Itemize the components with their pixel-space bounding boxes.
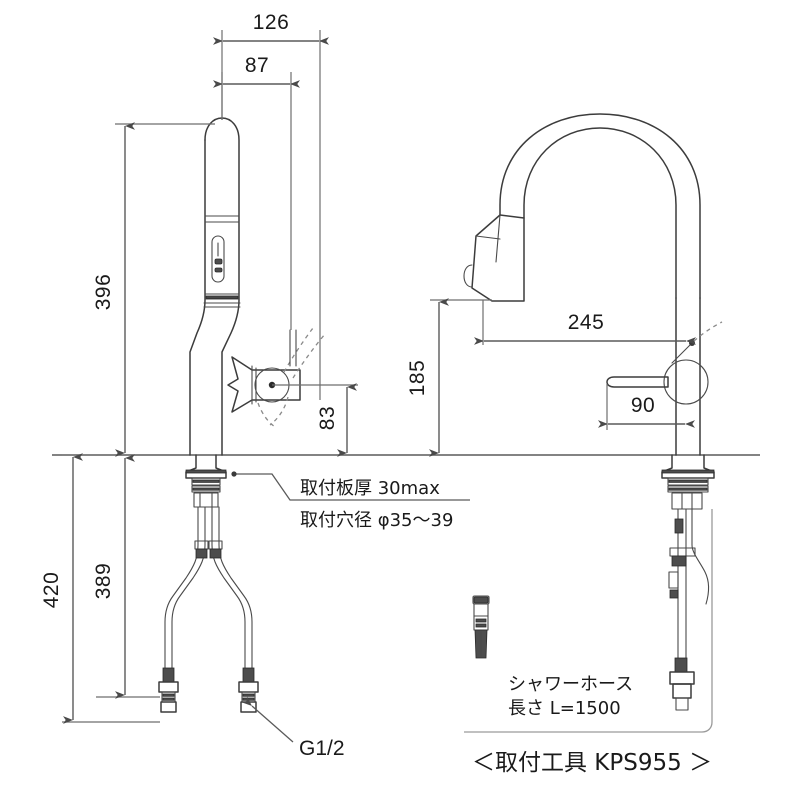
dim-label-83: 83 — [316, 406, 339, 430]
pulldown-spray-head — [463, 214, 525, 302]
note-hose-line1: シャワーホース — [508, 674, 633, 695]
installation-tool-kps955 — [472, 595, 490, 659]
hose-connector-right — [238, 667, 259, 713]
spout-collar — [203, 293, 241, 308]
dim-label-90: 90 — [631, 394, 655, 417]
dim-label-126: 126 — [253, 11, 290, 34]
dimension-83: 83 — [272, 383, 358, 457]
faucet-column-side — [675, 297, 701, 456]
dim-label-420: 420 — [40, 572, 63, 609]
dimension-389: 389 — [92, 454, 160, 699]
spout-body — [189, 117, 240, 456]
dimension-90: 90 — [598, 384, 695, 430]
dim-label-389: 389 — [92, 563, 115, 600]
side-elevation-view — [463, 113, 723, 711]
deck-mount-flange-side — [661, 454, 715, 510]
shower-hose-assembly — [668, 508, 710, 711]
deck-mount-flange-front — [185, 454, 227, 508]
caption-kps955: ＜取付工具 KPS955 ＞ — [472, 750, 712, 776]
dimension-126: 126 — [213, 11, 329, 400]
note-hole-diameter: 取付穴径 φ35～39 — [300, 510, 453, 531]
gooseneck-arc — [499, 113, 701, 299]
spray-head-detail — [211, 235, 225, 283]
thread-note: G1/2 — [241, 696, 345, 760]
dim-label-87: 87 — [245, 54, 269, 77]
lever-handle-side — [606, 321, 723, 405]
note-hose-line2: 長さ L=1500 — [508, 698, 621, 719]
dimension-420: 420 — [40, 453, 160, 724]
note-thread-spec: G1/2 — [299, 737, 345, 760]
lever-handle-front — [227, 327, 326, 428]
dimension-396: 396 — [92, 122, 215, 457]
dimension-87: 87 — [213, 54, 300, 330]
dim-label-185: 185 — [406, 360, 429, 397]
tool-caption: ＜取付工具 KPS955 ＞ — [472, 750, 712, 776]
shower-hose-note: シャワーホース 長さ L=1500 — [508, 674, 633, 719]
tool-group-frame — [464, 509, 713, 733]
dimension-245: 245 — [474, 300, 696, 345]
deck-notes: 取付板厚 30max 取付穴径 φ35～39 — [231, 471, 470, 531]
dim-label-245: 245 — [568, 311, 605, 334]
note-deck-thickness: 取付板厚 30max — [300, 478, 440, 499]
front-elevation-view — [158, 117, 326, 713]
dim-label-396: 396 — [92, 274, 115, 311]
hose-connector-left — [158, 667, 179, 713]
dimension-185: 185 — [406, 298, 492, 457]
supply-hoses — [164, 506, 253, 673]
